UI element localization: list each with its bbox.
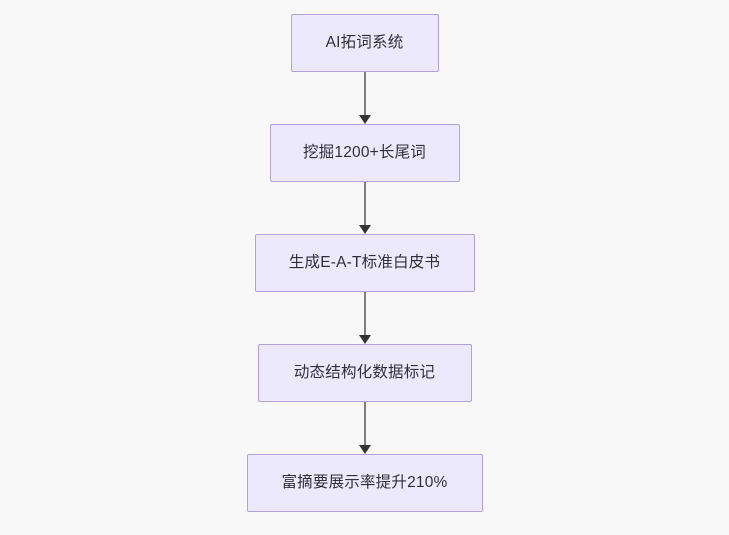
arrow-head-icon (358, 115, 371, 124)
flowchart-node-ai-keyword-system[interactable]: AI拓词系统 (290, 14, 439, 72)
flowchart-arrow-n3-n4 (358, 402, 372, 454)
flowchart-node-rich-snippet-rate-increase[interactable]: 富摘要展示率提升210% (246, 454, 483, 512)
arrow-head-icon (358, 445, 371, 454)
flowchart-node-mine-longtail-keywords[interactable]: 挖掘1200+长尾词 (269, 124, 460, 182)
flowchart-node-label: 富摘要展示率提升210% (281, 474, 448, 492)
arrow-line (363, 182, 366, 226)
arrow-line (363, 402, 366, 446)
flowchart-node-generate-eat-whitepaper[interactable]: 生成E-A-T标准白皮书 (254, 234, 475, 292)
flowchart-arrow-n0-n1 (358, 72, 372, 124)
flowchart-node-dynamic-structured-data-markup[interactable]: 动态结构化数据标记 (257, 344, 472, 402)
flowchart-arrow-n1-n2 (358, 182, 372, 234)
flowchart-node-label: 生成E-A-T标准白皮书 (288, 254, 441, 272)
arrow-line (363, 292, 366, 336)
flowchart-arrow-n2-n3 (358, 292, 372, 344)
arrow-head-icon (358, 225, 371, 234)
arrow-head-icon (358, 335, 371, 344)
flowchart-node-label: AI拓词系统 (325, 34, 404, 52)
flowchart-node-label: 挖掘1200+长尾词 (302, 144, 427, 162)
flowchart-node-label: 动态结构化数据标记 (293, 364, 436, 382)
arrow-line (363, 72, 366, 116)
